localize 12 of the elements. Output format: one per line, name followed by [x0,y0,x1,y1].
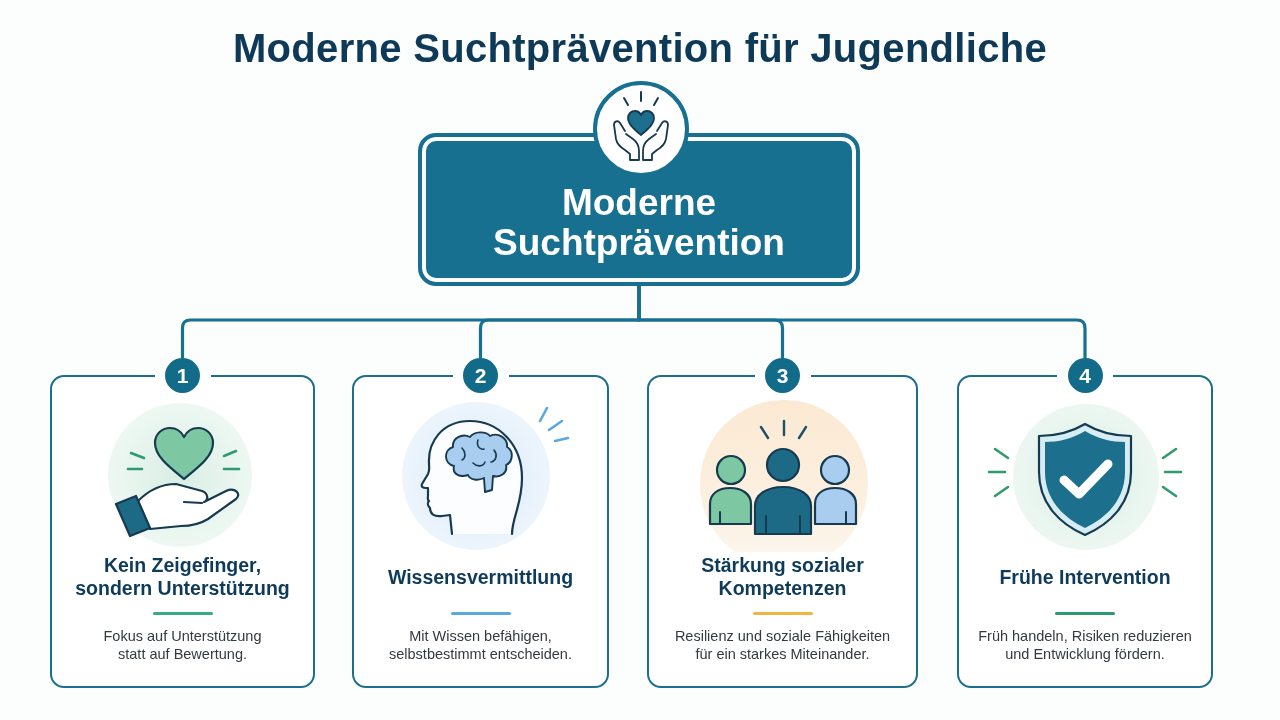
card-description: Früh handeln, Risiken reduzieren und Entwicklung fördern. [977,627,1193,663]
card-heading: Kein Zeigefinger, sondern Unterstützung [74,554,291,600]
card-heading: Stärkung sozialer Kompetenzen [700,554,865,600]
connector-line [637,286,1087,358]
main-topic-title: Moderne Suchtprävention [492,182,786,263]
card-heading: Wissensvermittlung [387,565,574,589]
card-description: Resilienz und soziale Fähigkeiten für ein starkes Miteinander. [673,627,892,663]
card-description: Fokus auf Unterstützung statt auf Bewertung. [102,627,263,663]
card-heading: Frühe Intervention [999,565,1171,589]
main-topic-box [418,133,860,286]
card-description: Mit Wissen befähigen, selbstbestimmt entscheiden. [388,627,573,663]
diagram-title: Moderne Suchtprävention für Jugendliche [233,25,1047,72]
